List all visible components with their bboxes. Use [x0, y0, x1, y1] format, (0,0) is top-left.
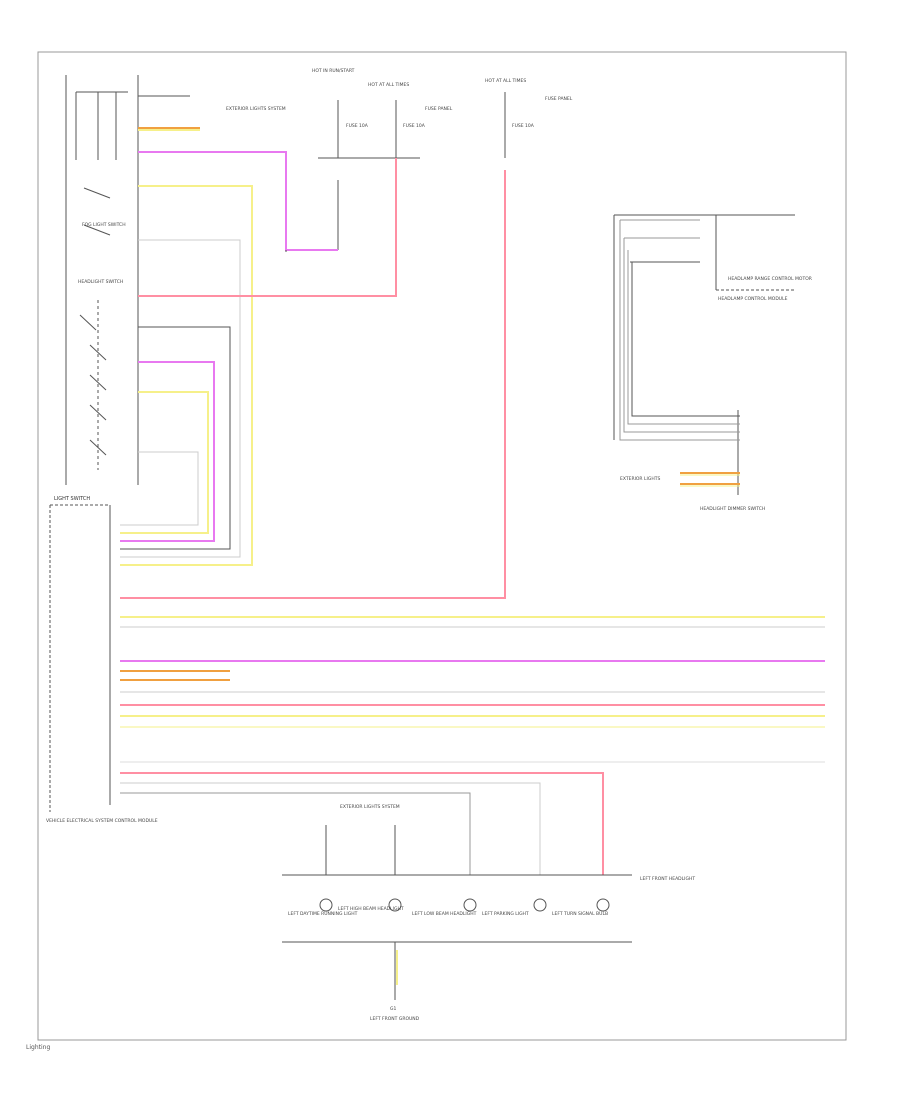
label-fog-light-switch: FOG LIGHT SWITCH: [82, 222, 126, 228]
label-bulb-2: LEFT HIGH BEAM HEADLIGHT: [338, 906, 404, 912]
wire-magenta-2: [120, 361, 215, 542]
label-headlight-switch: HEADLIGHT SWITCH: [78, 279, 123, 285]
label-ground: LEFT FRONT GROUND: [370, 1016, 420, 1022]
wire-bus-long: [120, 616, 825, 875]
label-ground-point: G1: [390, 1006, 396, 1012]
wire-row-right-module: [619, 219, 740, 487]
headlamp-module-block: [613, 214, 795, 495]
wire-dark-2: [120, 326, 231, 550]
label-fuse-panel-2: FUSE PANEL: [545, 96, 573, 102]
headlight-assembly: [282, 825, 632, 1000]
label-fuse-1: FUSE 10A: [346, 123, 369, 129]
wire-gray-2: [120, 239, 241, 558]
wire-row-top: [120, 95, 506, 599]
label-exterior-lights: EXTERIOR LIGHTS: [620, 476, 660, 482]
footer-label: Lighting: [26, 1044, 51, 1051]
label-headlamp-range: HEADLAMP RANGE CONTROL MOTOR: [728, 276, 812, 282]
label-bulb-1: LEFT DAYTIME RUNNING LIGHT: [288, 911, 358, 917]
wire-yellow-2: [120, 185, 253, 566]
label-fuse-panel-1: FUSE PANEL: [425, 106, 453, 112]
fuse-block-top: [318, 92, 506, 250]
label-vehicle-electrical: VEHICLE ELECTRICAL SYSTEM CONTROL MODULE: [46, 818, 158, 824]
wire-magenta-1: [138, 151, 338, 251]
light-switch-block: [65, 75, 139, 485]
diagram-frame: [37, 51, 847, 1041]
label-exterior-lights-bottom: EXTERIOR LIGHTS SYSTEM: [340, 804, 400, 810]
label-fuse-2: FUSE 10A: [403, 123, 426, 129]
wire-red-2: [120, 170, 506, 599]
vehicle-electrical-module: [49, 504, 111, 812]
label-bulb-4: LEFT PARKING LIGHT: [482, 911, 529, 917]
label-light-switch: LIGHT SWITCH: [54, 496, 90, 502]
label-headlamp-control: HEADLAMP CONTROL MODULE: [718, 296, 788, 302]
label-hot-at-all-times-2: HOT AT ALL TIMES: [485, 78, 526, 84]
label-bulb-3: LEFT LOW BEAM HEADLIGHT: [412, 911, 477, 917]
label-hot-at-all-times: HOT AT ALL TIMES: [368, 82, 409, 88]
label-headlight-dimmer: HEADLIGHT DIMMER SWITCH: [700, 506, 765, 512]
label-left-front-headlight: LEFT FRONT HEADLIGHT: [640, 876, 695, 882]
label-hot-in-run: HOT IN RUN/START: [312, 68, 355, 74]
wire-yellow-3: [120, 391, 209, 534]
label-exterior-lights-top: EXTERIOR LIGHTS SYSTEM: [226, 106, 286, 112]
wire-red-1: [138, 158, 397, 297]
label-fuse-3: FUSE 10A: [512, 123, 535, 129]
label-bulb-5: LEFT TURN SIGNAL BULB: [552, 911, 608, 917]
wire-gray-3: [120, 451, 199, 526]
